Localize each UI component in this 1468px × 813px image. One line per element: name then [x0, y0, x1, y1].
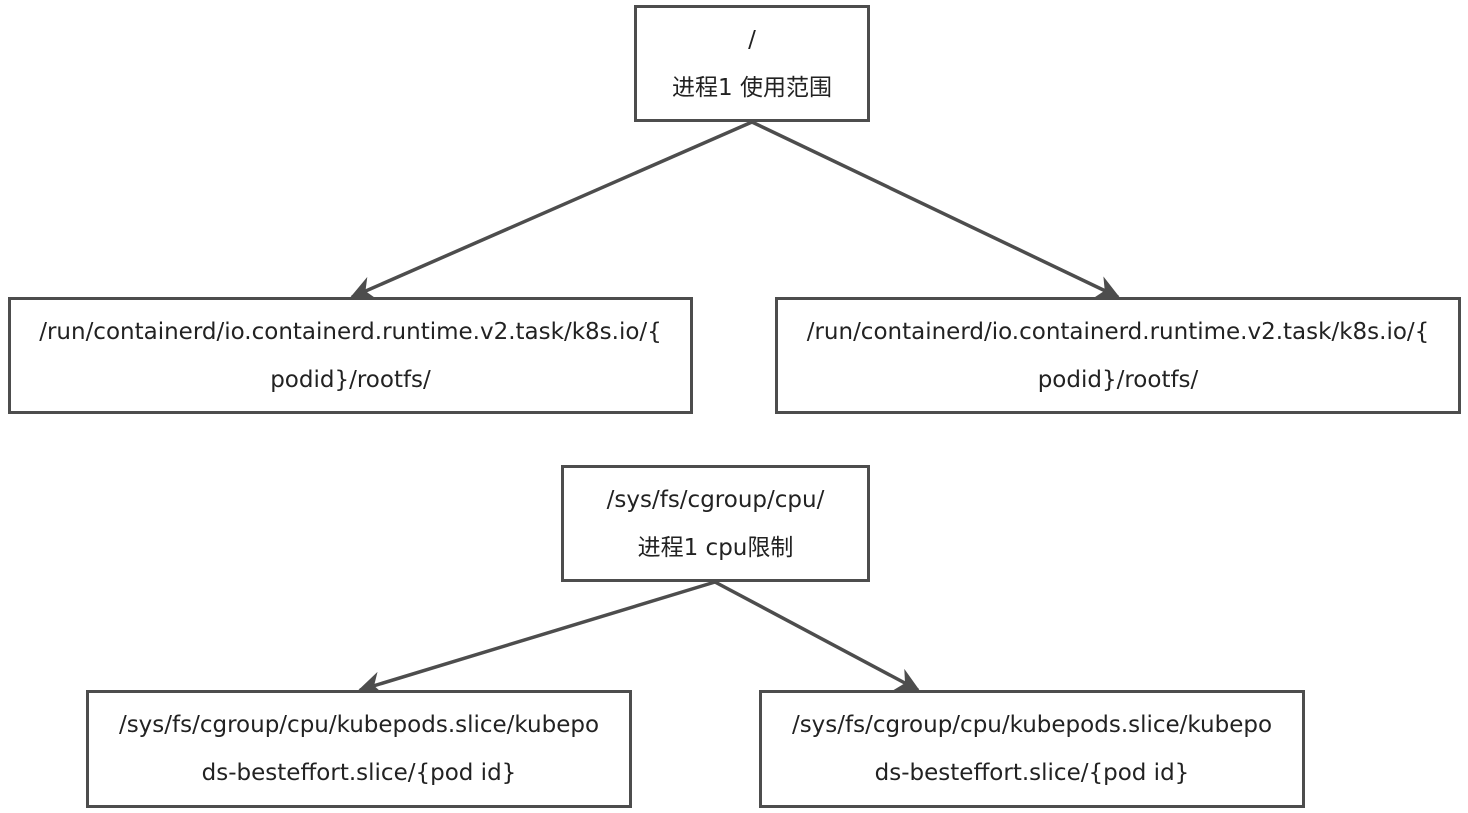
node-cpu-line2: 进程1 cpu限制: [637, 534, 794, 561]
node-slice-left: /sys/fs/cgroup/cpu/kubepods.slice/kubepo…: [86, 690, 632, 808]
node-run-right: /run/containerd/io.containerd.runtime.v2…: [775, 297, 1461, 414]
node-run-right-line1: /run/containerd/io.containerd.runtime.v2…: [806, 318, 1430, 345]
edge-cpu-to-slice-left: [357, 580, 716, 696]
node-slice-right: /sys/fs/cgroup/cpu/kubepods.slice/kubepo…: [759, 690, 1305, 808]
edge-cpu-to-slice-right: [714, 580, 921, 692]
node-root: / 进程1 使用范围: [634, 5, 870, 122]
node-run-left-line1: /run/containerd/io.containerd.runtime.v2…: [39, 318, 662, 345]
node-run-right-line2: podid}/rootfs/: [1037, 366, 1199, 393]
edge-root-to-run-left: [349, 120, 753, 300]
node-cpu: /sys/fs/cgroup/cpu/ 进程1 cpu限制: [561, 465, 870, 582]
node-root-line2: 进程1 使用范围: [672, 74, 832, 101]
node-slice-right-line2: ds-besteffort.slice/{pod id}: [874, 760, 1190, 786]
node-root-line1: /: [748, 26, 756, 53]
node-slice-left-line2: ds-besteffort.slice/{pod id}: [201, 760, 517, 786]
node-slice-right-line1: /sys/fs/cgroup/cpu/kubepods.slice/kubepo: [791, 712, 1273, 738]
edge-root-to-run-right: [751, 120, 1121, 299]
node-run-left-line2: podid}/rootfs/: [270, 366, 431, 393]
node-slice-left-line1: /sys/fs/cgroup/cpu/kubepods.slice/kubepo: [118, 712, 600, 738]
node-cpu-line1: /sys/fs/cgroup/cpu/: [606, 486, 825, 513]
node-run-left: /run/containerd/io.containerd.runtime.v2…: [8, 297, 693, 414]
